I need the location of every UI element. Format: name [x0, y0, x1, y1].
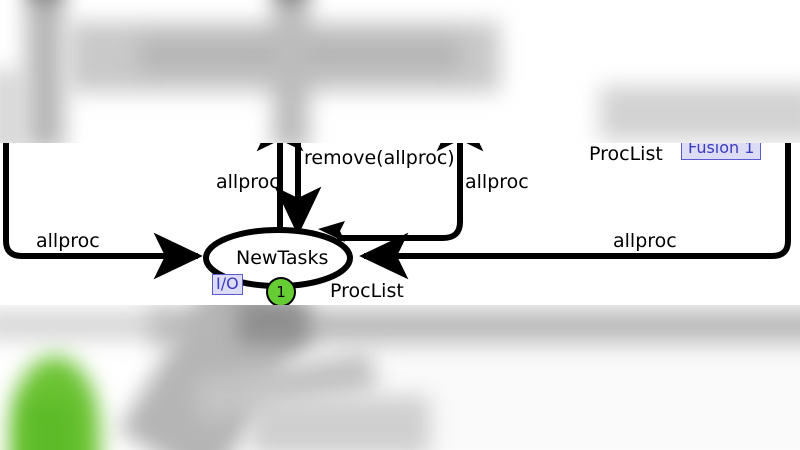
token-circle	[266, 277, 296, 305]
fusion-badge[interactable]: Fusion 1	[681, 143, 762, 160]
arc-left-loop	[3, 143, 203, 280]
blur-shape	[380, 348, 800, 450]
petri-net-diagram: NewTasks 1 I/O Fusion 1 allproc allproc …	[0, 143, 800, 305]
node-label-newtasks: NewTasks	[236, 247, 329, 269]
blur-shape	[273, 0, 309, 144]
blurred-background-top	[0, 0, 800, 144]
blur-shape	[600, 86, 800, 140]
blur-shape	[250, 396, 430, 450]
blurred-background-bottom	[0, 304, 800, 450]
arc-label-proclist-bottom: ProcList	[330, 280, 404, 302]
arc-right-up-allproc	[337, 143, 484, 241]
blur-shape	[0, 70, 24, 144]
arc-label-right-allproc: allproc	[613, 230, 677, 252]
token-count-label: 1	[276, 283, 286, 301]
arc-label-left-allproc: allproc	[36, 230, 100, 252]
arc-label-remove-allproc: remove(allproc)	[304, 147, 455, 169]
arc-label-right-up-allproc: allproc	[465, 171, 529, 193]
arc-label-proclist-top: ProcList	[589, 143, 663, 165]
blur-shape	[26, 0, 64, 144]
arc-label-up-allproc: allproc	[216, 171, 280, 193]
io-badge[interactable]: I/O	[212, 274, 243, 295]
blur-shape	[0, 310, 170, 340]
arrowhead-into-node-top	[318, 221, 345, 242]
blur-shape-green	[26, 400, 74, 450]
blur-shape	[238, 304, 308, 344]
arc-right-loop	[359, 143, 791, 280]
diagram-graphics	[3, 143, 791, 305]
